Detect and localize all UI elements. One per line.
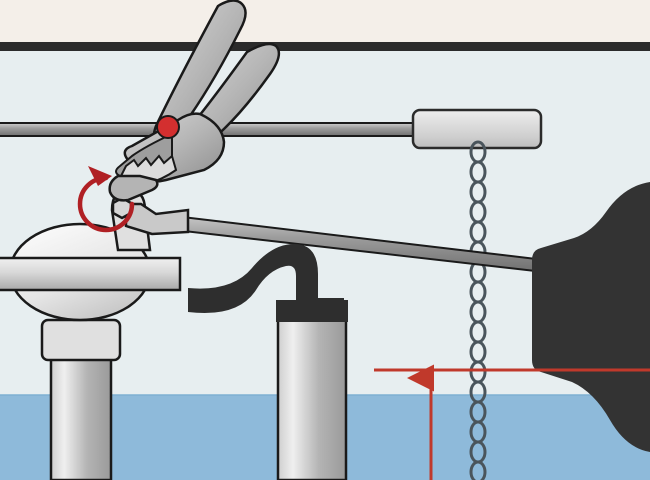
fill-valve xyxy=(0,222,182,480)
fill-valve-column xyxy=(49,353,113,480)
tank-rim-bar xyxy=(0,42,650,51)
adjustment-assembly[interactable] xyxy=(110,188,190,252)
overflow-tube-body xyxy=(276,303,348,480)
rotation-arrow-icon xyxy=(77,166,135,233)
pliers-pivot-rivet xyxy=(156,115,180,139)
tank-lid-band xyxy=(0,0,650,44)
flapper-valve[interactable] xyxy=(532,182,650,452)
refill-hose xyxy=(188,244,344,314)
water-level-marker xyxy=(374,364,650,480)
overflow-tube xyxy=(276,300,348,480)
float-cup-bar[interactable] xyxy=(0,256,182,292)
flush-lever-arm[interactable] xyxy=(411,108,543,150)
fill-valve-collar xyxy=(40,318,122,362)
slip-joint-pliers[interactable] xyxy=(108,0,281,202)
